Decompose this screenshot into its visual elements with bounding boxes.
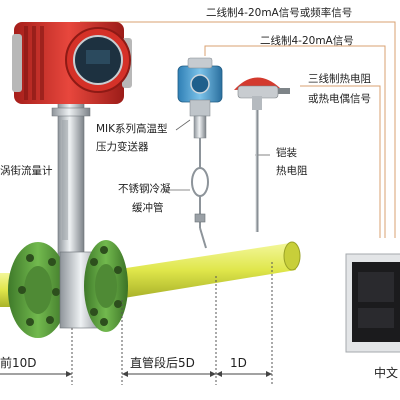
buffer-tube — [191, 138, 209, 249]
leader-freq-signal — [80, 21, 396, 238]
leader-4-20-signal — [204, 45, 386, 238]
label-buffer-line1: 不锈钢冷凝 — [118, 183, 171, 195]
label-dim-1d: 1D — [230, 356, 247, 370]
pressure-transmitter — [177, 57, 223, 139]
label-armored-line2: 热电阻 — [276, 165, 308, 177]
flange-right — [84, 240, 128, 332]
label-4-20-signal: 二线制4-20mA信号 — [260, 35, 354, 47]
label-pressure-line1: MIK系列高温型 — [96, 123, 168, 135]
leader-thermal-signal — [300, 85, 381, 238]
vortex-flowmeter-head — [12, 22, 132, 104]
label-display-caption: 中文 — [374, 366, 399, 380]
vortex-stem — [57, 94, 85, 261]
label-freq-signal: 二线制4-20mA信号或频率信号 — [206, 7, 353, 19]
label-thermal-line2: 或热电偶信号 — [308, 93, 371, 105]
armored-rtd — [234, 77, 290, 232]
label-pressure-line2: 压力变送器 — [96, 141, 149, 153]
dimension-lines — [71, 262, 273, 385]
label-buffer-line2: 缓冲管 — [132, 202, 164, 214]
label-vortex: 涡街流量计 — [0, 165, 53, 177]
flange-left — [8, 242, 68, 338]
label-dim-after: 直管段后5D — [130, 356, 195, 370]
label-dim-before: 前10D — [0, 356, 37, 370]
display-instrument — [345, 253, 400, 353]
label-thermal-line1: 三线制热电阻 — [308, 73, 371, 85]
label-armored-line1: 铠装 — [276, 147, 297, 159]
leader-lines — [80, 21, 396, 238]
